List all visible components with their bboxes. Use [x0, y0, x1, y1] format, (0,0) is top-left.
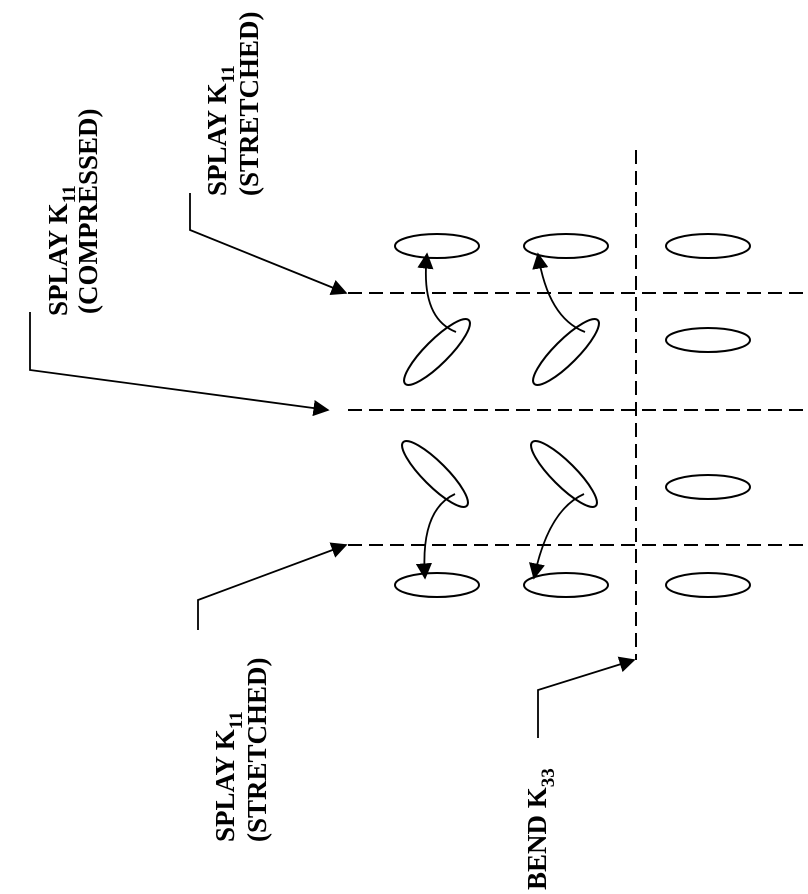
label-note: (STRETCHED): [234, 11, 264, 196]
molecule-ellipse-tilted: [530, 440, 598, 508]
molecule-ellipse-tilted: [401, 440, 469, 508]
molecule-ellipse: [665, 572, 751, 598]
label-text: SPLAY K: [210, 729, 240, 842]
svg-text:SPLAY K11: SPLAY K11: [43, 185, 80, 316]
svg-text:SPLAY K11: SPLAY K11: [210, 711, 247, 842]
molecule-ellipse: [665, 233, 751, 259]
label-subscript: 33: [538, 768, 559, 787]
rotation-arrow: [532, 252, 586, 333]
rotation-arrow: [415, 493, 456, 580]
leader-bend: [537, 656, 636, 738]
label-splay-compressed: SPLAY K11 (COMPRESSED): [43, 108, 103, 316]
label-note: (STRETCHED): [242, 657, 272, 842]
label-bend: BEND K33: [522, 768, 559, 890]
molecule-ellipse: [523, 233, 609, 259]
label-subscript: 11: [218, 65, 239, 83]
rotation-arrows: [415, 252, 586, 580]
svg-text:BEND K33: BEND K33: [522, 768, 559, 890]
rotation-arrow: [529, 493, 585, 580]
label-text: BEND K: [522, 787, 552, 890]
leader-splay-compressed: [29, 312, 330, 417]
svg-text:SPLAY K11: SPLAY K11: [202, 65, 239, 196]
label-splay-stretched-bottom: SPLAY K11 (STRETCHED): [210, 657, 272, 842]
molecule-ellipse: [394, 572, 480, 598]
molecule-ellipse: [665, 474, 751, 500]
label-subscript: 11: [59, 185, 80, 203]
label-text: SPLAY K: [43, 203, 73, 316]
leader-splay-stretched-bottom: [197, 542, 348, 630]
label-subscript: 11: [226, 711, 247, 729]
molecule-ellipse-tilted: [532, 318, 600, 386]
molecule-ellipse: [394, 233, 480, 259]
label-splay-stretched-top: SPLAY K11 (STRETCHED): [202, 11, 264, 196]
molecule-ellipse: [523, 572, 609, 598]
label-note: (COMPRESSED): [73, 108, 103, 314]
label-text: SPLAY K: [202, 83, 232, 196]
leader-lines: [29, 193, 636, 738]
molecule-ellipse-tilted: [403, 318, 471, 386]
molecule-ellipse: [665, 327, 751, 353]
molecules: [394, 233, 751, 598]
rotation-arrow: [417, 252, 457, 333]
leader-splay-stretched-top: [189, 193, 348, 296]
